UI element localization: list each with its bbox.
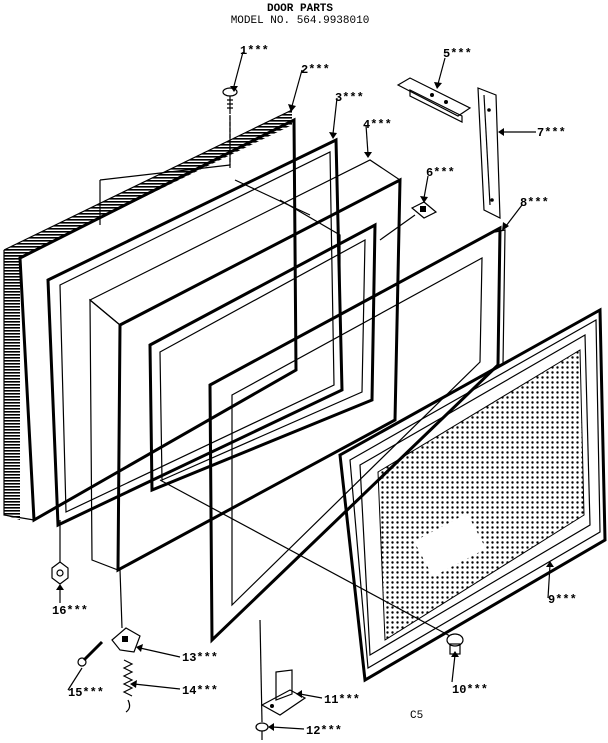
callout-9: 9*** <box>548 593 577 607</box>
latch-part-13 <box>111 627 141 653</box>
inner-door-frame <box>88 159 402 573</box>
callout-1: 1*** <box>240 44 269 58</box>
door-bracket <box>396 77 472 123</box>
callout-6: 6*** <box>426 166 455 180</box>
screw-part-1 <box>222 87 238 110</box>
callout-4: 4*** <box>363 118 392 132</box>
callout-2: 2*** <box>301 63 330 77</box>
callout-16: 16*** <box>52 604 88 618</box>
callout-15: 15*** <box>68 686 104 700</box>
pin-part-15 <box>77 640 104 667</box>
callout-11: 11*** <box>324 693 360 707</box>
callout-14: 14*** <box>182 684 218 698</box>
callout-3: 3*** <box>335 91 364 105</box>
inner-seal-frame <box>208 225 506 644</box>
callout-7: 7*** <box>537 126 566 140</box>
callout-10: 10*** <box>452 683 488 697</box>
door-clip <box>410 201 438 219</box>
callout-12: 12*** <box>306 724 342 738</box>
leader-lines <box>56 51 554 731</box>
alignment-lines <box>59 110 451 723</box>
model-number: MODEL NO. 564.9938010 <box>231 15 370 27</box>
outer-door-panel <box>3 109 298 523</box>
door-gasket-frame <box>46 137 344 528</box>
screw-part-12 <box>255 722 269 740</box>
nut-part-16 <box>51 561 69 585</box>
spring-part-14 <box>122 659 134 713</box>
bottom-hinge-part-11 <box>260 669 307 716</box>
callout-13: 13*** <box>182 651 218 665</box>
callout-5: 5*** <box>443 47 472 61</box>
hinge-strip <box>477 87 501 219</box>
footer-code: C5 <box>410 710 423 722</box>
front-mesh-door <box>338 307 607 683</box>
diagram-title: DOOR PARTS <box>267 3 333 15</box>
callout-8: 8*** <box>520 196 549 210</box>
